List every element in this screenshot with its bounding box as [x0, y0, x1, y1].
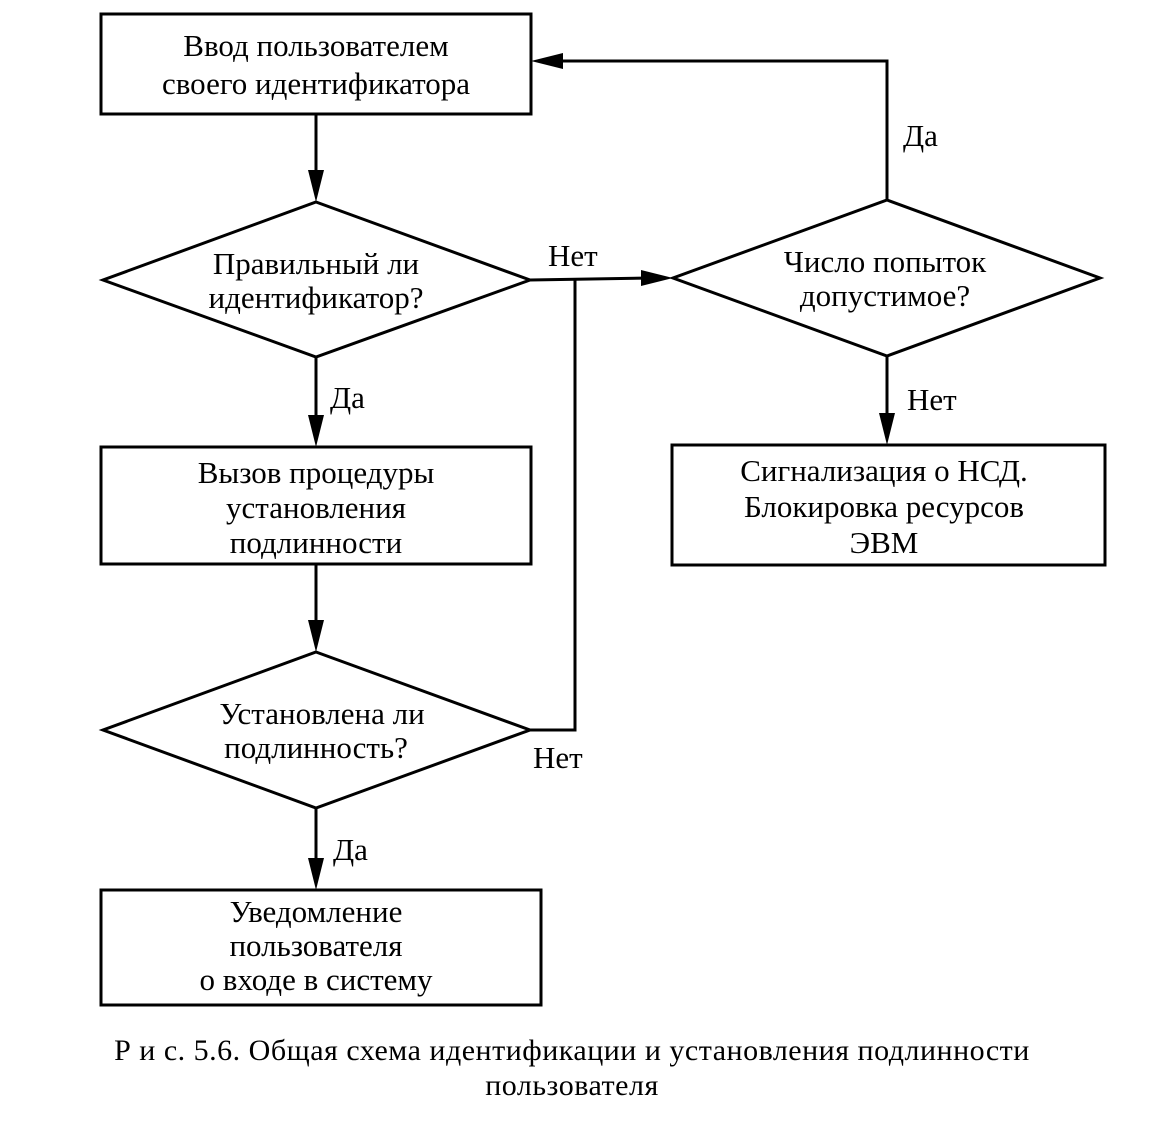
- node-input-id: Ввод пользователем своего идентификатора: [99, 12, 533, 116]
- node-check-auth-line-1: Установлена ли: [219, 696, 424, 731]
- node-input-id-box: [99, 12, 533, 116]
- node-check-auth-line-2: подлинность?: [224, 730, 408, 765]
- caption-line-2: пользователя: [485, 1069, 659, 1102]
- edge-check-id-no: [529, 270, 673, 286]
- node-auth-procedure-line-3: подлинности: [230, 525, 402, 560]
- node-check-id: Правильный ли идентификатор?: [98, 200, 535, 359]
- node-check-attempts-line-2: допустимое?: [800, 278, 970, 313]
- edge-check-auth-yes: [308, 808, 324, 890]
- node-input-id-line-2: своего идентификатора: [162, 66, 470, 101]
- node-notify-line-3: о входе в систему: [199, 962, 433, 997]
- edge-check-attempts-yes: [531, 53, 889, 200]
- edge-label-check-auth-yes: Да: [333, 832, 368, 867]
- edge-label-check-auth-no: Нет: [533, 740, 583, 775]
- node-notify: Уведомление пользователя о входе в систе…: [99, 888, 543, 1007]
- edge-check-auth-no: [530, 280, 577, 732]
- node-alarm: Сигнализация о НСД. Блокировка ресурсов …: [670, 443, 1107, 567]
- node-notify-line-2: пользователя: [229, 928, 402, 963]
- node-notify-line-1: Уведомление: [230, 894, 403, 929]
- edge-label-check-id-yes: Да: [330, 380, 365, 415]
- node-input-id-line-1: Ввод пользователем: [183, 28, 448, 63]
- node-alarm-box: [670, 443, 1107, 567]
- node-notify-box: [99, 888, 543, 1007]
- edge-input-to-check-id: [308, 114, 324, 202]
- edge-check-id-yes: [308, 357, 324, 447]
- edge-check-attempts-no: [879, 356, 895, 445]
- node-auth-procedure: Вызов процедуры установления подлинности: [99, 445, 533, 566]
- node-check-attempts: Число попыток допустимое?: [668, 198, 1105, 358]
- node-check-id-line-1: Правильный ли: [213, 246, 419, 281]
- edge-label-check-id-no: Нет: [548, 238, 598, 273]
- node-alarm-line-2: Блокировка ресурсов: [744, 489, 1024, 524]
- caption-line-1: Р и с. 5.6. Общая схема идентификации и …: [114, 1034, 1030, 1067]
- node-auth-procedure-line-2: установления: [226, 490, 406, 525]
- node-alarm-line-1: Сигнализация о НСД.: [740, 453, 1028, 488]
- edge-auth-proc-to-check-auth: [308, 564, 324, 652]
- node-auth-procedure-line-1: Вызов процедуры: [198, 455, 435, 490]
- edge-label-check-attempts-yes: Да: [903, 118, 938, 153]
- node-check-attempts-line-1: Число попыток: [784, 244, 987, 279]
- node-check-id-line-2: идентификатор?: [209, 280, 424, 315]
- edge-label-check-attempts-no: Нет: [907, 382, 957, 417]
- node-check-auth: Установлена ли подлинность?: [98, 650, 535, 810]
- node-alarm-line-3: ЭВМ: [850, 525, 919, 560]
